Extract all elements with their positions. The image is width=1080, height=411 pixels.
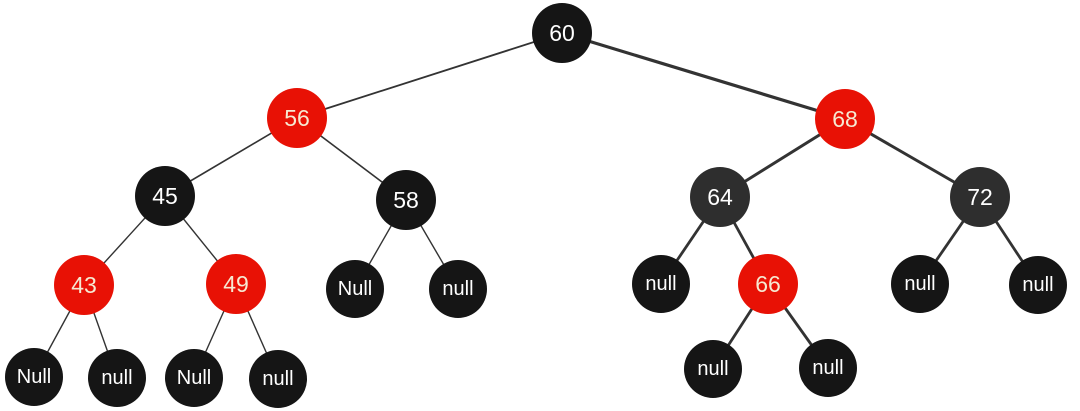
nil-leaf-node: null <box>684 340 742 398</box>
nil-leaf-node: null <box>799 339 857 397</box>
tree-node-68: 68 <box>815 89 875 149</box>
tree-node-58: 58 <box>376 170 436 230</box>
tree-edge <box>561 31 846 121</box>
nil-leaf-node: null <box>249 350 307 408</box>
tree-node-56: 56 <box>267 88 327 148</box>
tree-node-64: 64 <box>690 167 750 227</box>
nil-leaf-node: null <box>88 349 146 407</box>
nil-leaf-node: null <box>429 260 487 318</box>
tree-edge <box>296 32 563 119</box>
nil-leaf-node: null <box>1009 256 1067 314</box>
tree-node-60: 60 <box>532 3 592 63</box>
tree-node-49: 49 <box>206 254 266 314</box>
nil-leaf-node: null <box>632 255 690 313</box>
nil-leaf-node: null <box>891 255 949 313</box>
tree-node-45: 45 <box>135 166 195 226</box>
nil-leaf-node: Null <box>165 349 223 407</box>
tree-node-43: 43 <box>54 255 114 315</box>
nil-leaf-node: Null <box>5 348 63 406</box>
tree-node-66: 66 <box>738 254 798 314</box>
nil-leaf-node: Null <box>326 260 384 318</box>
tree-node-72: 72 <box>950 167 1010 227</box>
